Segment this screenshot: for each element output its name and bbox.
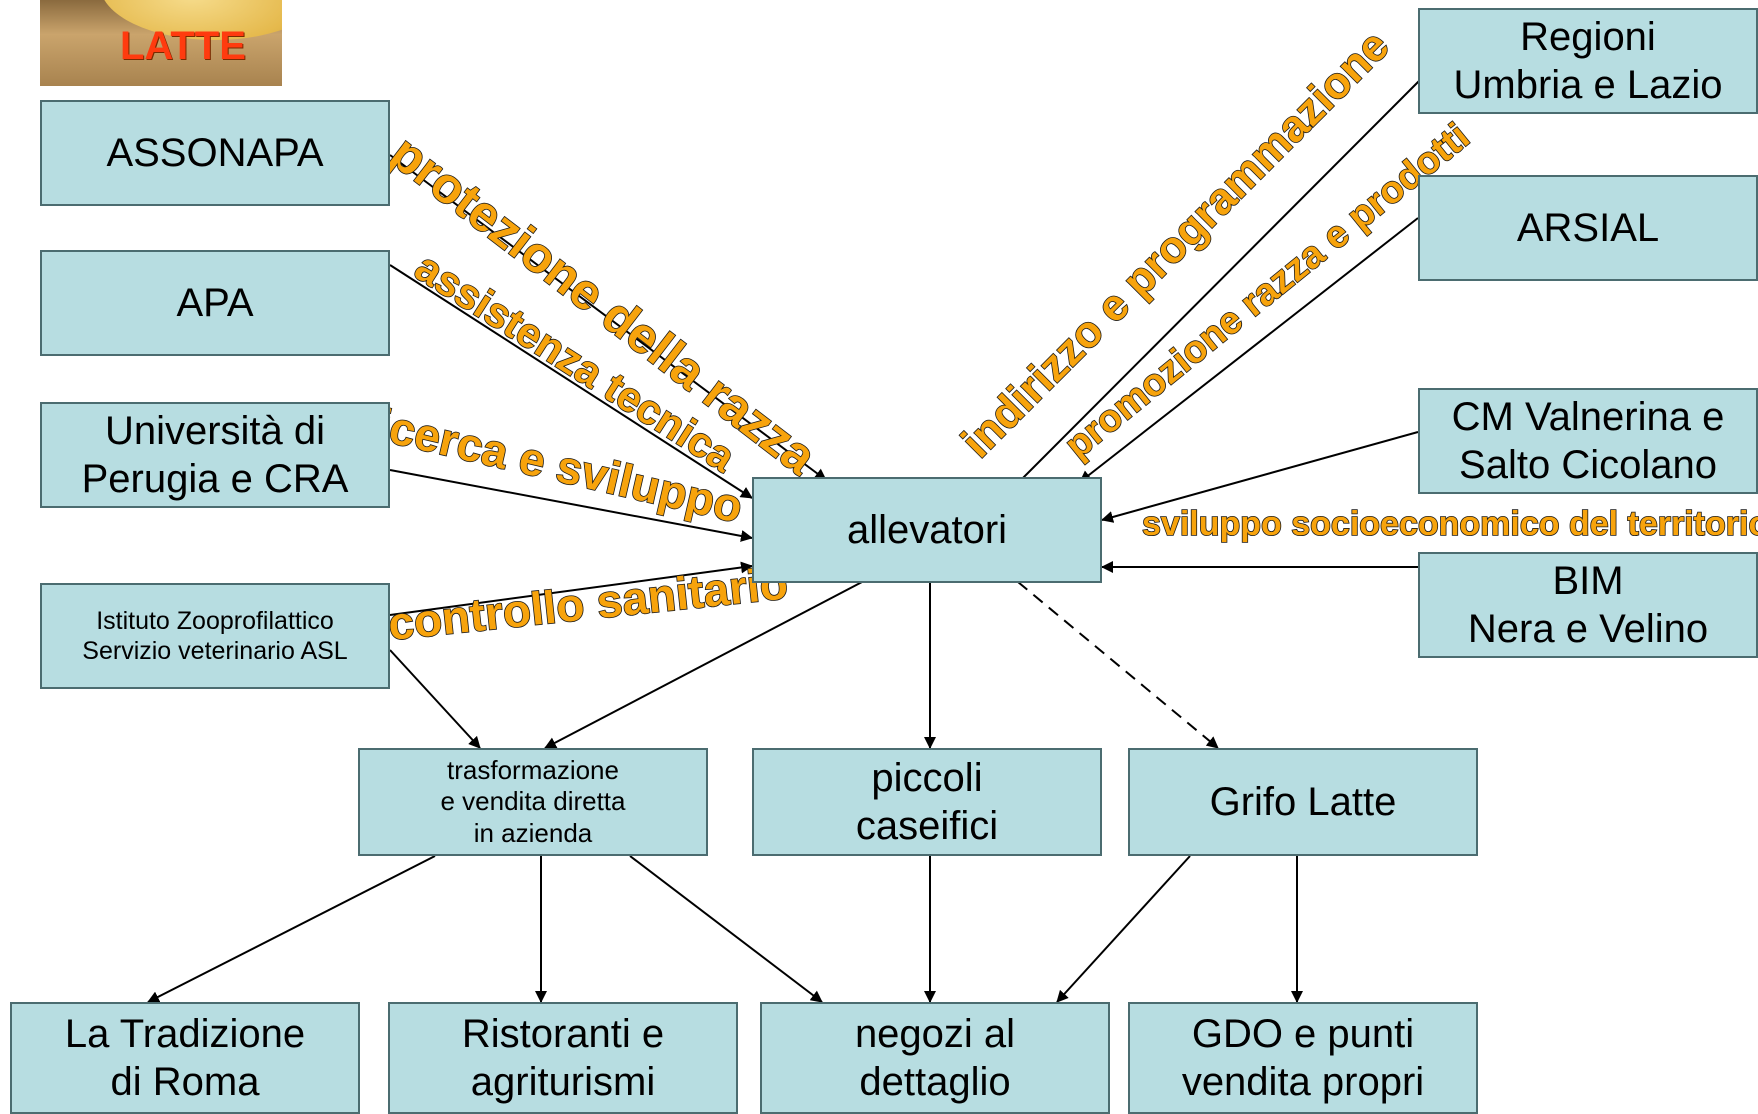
node-regioni-line1: Regioni	[1520, 15, 1656, 59]
edge-regioni-allevatori	[992, 79, 1421, 509]
node-ristoranti-line1: Ristoranti e	[461, 1012, 665, 1056]
node-apa: APA	[40, 250, 390, 356]
node-bim-line2: Nera e Velino	[1467, 607, 1709, 651]
node-apa-label: APA	[176, 281, 254, 325]
node-trasformazione-line2: e vendita diretta	[440, 786, 626, 817]
node-grifo-label: Grifo Latte	[1209, 780, 1397, 824]
node-arsial-label: ARSIAL	[1516, 206, 1660, 250]
node-ristoranti-line2: agriturismi	[470, 1060, 656, 1104]
node-tradizione-line2: di Roma	[110, 1060, 260, 1104]
node-regioni: Regioni Umbria e Lazio	[1418, 8, 1758, 114]
node-negozi-line2: dettaglio	[859, 1060, 1011, 1104]
node-istituto-line1: Istituto Zooprofilattico	[96, 607, 334, 635]
node-regioni-line2: Umbria e Lazio	[1453, 63, 1723, 107]
node-assonapa: ASSONAPA	[40, 100, 390, 206]
edge-istituto-allevatori	[389, 561, 753, 616]
logo-label: LATTE	[120, 24, 246, 68]
edge-trasformazione-negozi	[629, 855, 823, 1003]
edge-trasformazione-tradizione	[147, 855, 436, 1003]
edge-cm-allevatori	[1101, 431, 1419, 523]
edge-universita-allevatori	[389, 469, 753, 542]
node-cm-line2: Salto Cicolano	[1459, 443, 1717, 487]
node-allevatori: allevatori	[752, 477, 1102, 583]
edge-label-sviluppo: sviluppo socioeconomico del territorio	[1142, 505, 1758, 543]
node-universita-line1: Università di	[104, 409, 326, 453]
node-ristoranti: Ristoranti e agriturismi	[388, 1002, 738, 1114]
latte-logo: LATTE	[40, 0, 282, 86]
node-trasformazione: trasformazione e vendita diretta in azie…	[358, 748, 708, 856]
node-piccoli: piccoli caseifici	[752, 748, 1102, 856]
node-universita-line2: Perugia e CRA	[81, 457, 349, 501]
node-gdo-line2: vendita propri	[1181, 1060, 1425, 1104]
node-tradizione: La Tradizione di Roma	[10, 1002, 360, 1114]
edge-apa-allevatori	[389, 264, 753, 499]
node-trasformazione-line1: trasformazione	[447, 755, 619, 786]
node-piccoli-line1: piccoli	[871, 756, 983, 800]
node-piccoli-line2: caseifici	[855, 804, 999, 848]
edge-assonapa-allevatori	[389, 154, 827, 481]
node-bim-line1: BIM	[1552, 559, 1624, 603]
node-negozi: negozi al dettaglio	[760, 1002, 1110, 1114]
edge-grifo-negozi	[1056, 855, 1191, 1003]
node-trasformazione-line3: in azienda	[473, 817, 593, 848]
node-istituto-line2: Servizio veterinario ASL	[82, 637, 348, 665]
edge-label-controllo: controllo sanitario	[386, 556, 791, 650]
node-arsial: ARSIAL	[1418, 175, 1758, 281]
node-universita: Università di Perugia e CRA	[40, 402, 390, 508]
node-allevatori-label: allevatori	[846, 508, 1008, 552]
node-bim: BIM Nera e Velino	[1418, 552, 1758, 658]
edge-istituto-trasformazione	[389, 649, 481, 749]
node-istituto: Istituto Zooprofilattico Servizio veteri…	[40, 583, 390, 689]
edge-allevatori-grifo	[1017, 581, 1219, 749]
node-gdo: GDO e punti vendita propri	[1128, 1002, 1478, 1114]
edge-arsial-allevatori	[1079, 217, 1419, 483]
edge-allevatori-trasformazione	[544, 581, 863, 749]
node-cm-line1: CM Valnerina e	[1451, 395, 1725, 439]
node-grifo: Grifo Latte	[1128, 748, 1478, 856]
node-assonapa-label: ASSONAPA	[106, 131, 324, 175]
node-gdo-line1: GDO e punti	[1191, 1012, 1415, 1056]
node-negozi-line1: negozi al	[854, 1012, 1016, 1056]
node-cm: CM Valnerina e Salto Cicolano	[1418, 388, 1758, 494]
node-tradizione-line1: La Tradizione	[64, 1012, 306, 1056]
